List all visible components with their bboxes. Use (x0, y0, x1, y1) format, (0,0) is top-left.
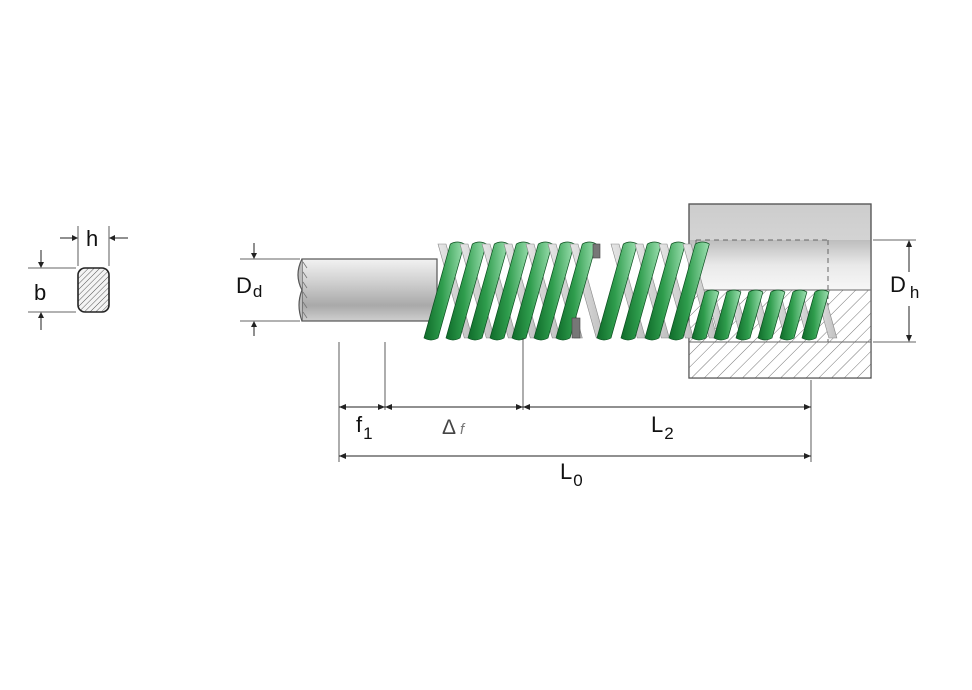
spring-ground-end (592, 243, 601, 259)
wire-section-shape (77, 267, 110, 313)
spring-coil (691, 289, 720, 341)
spring-coil (445, 241, 487, 341)
spring-coil (467, 241, 509, 341)
wire-cross-section (28, 226, 128, 330)
spring-coil (735, 289, 764, 341)
spring-coil (620, 241, 662, 341)
spring-coil (757, 289, 786, 341)
spring-coil (668, 241, 710, 341)
die-spring (423, 241, 838, 341)
spring-coil (511, 241, 553, 341)
spring-coil (801, 289, 830, 341)
spring-coil (596, 241, 638, 341)
spring-coil (644, 241, 686, 341)
housing (688, 203, 872, 379)
label-f1: f1 (356, 412, 373, 443)
spring-coil (713, 289, 742, 341)
spring-coil (533, 241, 575, 341)
spring-coil (489, 241, 531, 341)
label-L0: L0 (560, 459, 583, 490)
dimensions (240, 239, 916, 462)
spring-coil (555, 241, 597, 341)
spring-coil (423, 241, 465, 341)
label-b: b (34, 280, 46, 305)
label-h: h (86, 226, 98, 251)
spring-ground-end (571, 317, 581, 339)
spring-coil (779, 289, 808, 341)
guide-rod (297, 258, 438, 322)
label-Dd: Dd (236, 273, 262, 301)
label-L2: L2 (651, 412, 674, 443)
